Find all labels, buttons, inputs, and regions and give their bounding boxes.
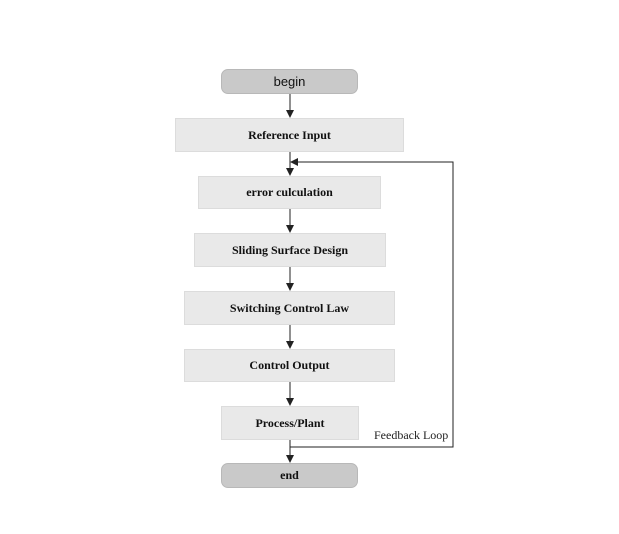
end-node: end [221, 463, 358, 488]
feedback-loop-label: Feedback Loop [374, 428, 449, 442]
control-output-box: Control Output [184, 349, 395, 382]
feedback-loop-line [290, 158, 454, 448]
error-calculation-box: error culculation [198, 176, 381, 209]
sliding-surface-design-box: Sliding Surface Design [194, 233, 386, 267]
process-plant-box: Process/Plant [221, 406, 359, 440]
switching-control-law-box: Switching Control Law [184, 291, 395, 325]
begin-node: begin [221, 69, 358, 94]
reference-input-box: Reference Input [175, 118, 404, 152]
